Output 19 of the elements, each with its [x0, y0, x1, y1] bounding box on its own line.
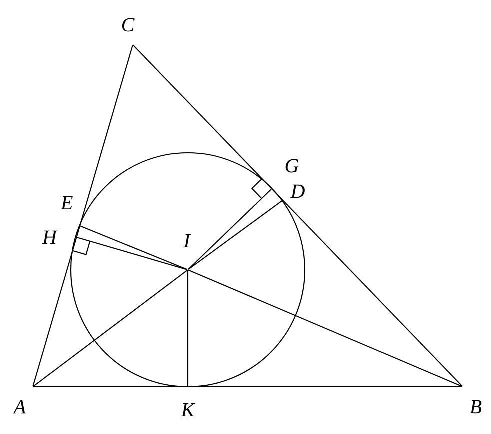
point-label: D: [290, 184, 305, 198]
point-label: E: [60, 196, 73, 210]
line-segment: [77, 237, 188, 270]
point-label: C: [122, 18, 135, 32]
line-segment: [133, 45, 463, 387]
line-segment: [188, 270, 463, 388]
point-label: H: [42, 230, 58, 244]
line-segment: [34, 386, 462, 388]
point-label: B: [470, 400, 482, 414]
point-label: G: [286, 159, 299, 173]
point-label: K: [181, 403, 196, 417]
point-label: A: [12, 400, 26, 414]
line-segment: [80, 226, 188, 270]
line-segment: [187, 270, 189, 386]
line-segment: [188, 189, 272, 270]
point-label: I: [184, 234, 192, 248]
line-segment: [33, 270, 188, 388]
line-segment: [188, 200, 283, 270]
line-segment: [32, 45, 134, 387]
